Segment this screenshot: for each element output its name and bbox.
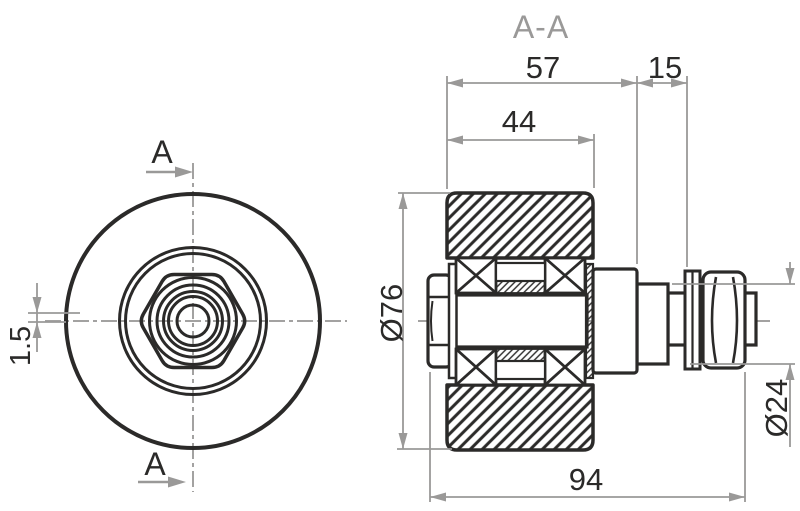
arrow-right-icon [729,492,745,502]
dim-text-1-5: 1.5 [5,326,37,366]
spacer-tube-bottom [495,348,546,362]
arrow-left-icon [447,78,463,88]
dim-text-15: 15 [648,50,682,85]
bolt-head-chamfer-arc [430,300,434,342]
mount-stub-d24 [635,282,670,366]
washer-circle [155,283,231,359]
arrow-right-icon [671,78,687,88]
nut-chamfer-circle [148,276,238,366]
inner-ring-inner-circle [167,295,219,347]
roller-outer-circle [64,192,322,450]
roller-body-top-section [445,191,595,260]
section-label-bottom: A [144,446,166,482]
arrow-down-icon [398,433,408,449]
nut-chamfer-arc-left [710,276,718,364]
sleeve-flange-left [447,262,458,380]
dimensions [397,76,795,502]
section-title: A-A [513,9,569,45]
bearing-top-right [543,256,587,295]
bearing-bottom-right [543,347,587,387]
bearing-ring-inner-circle [124,252,262,390]
arrow-up-icon [398,193,408,209]
section-label-top: A [151,134,173,170]
nut-chamfer-arc-right [731,276,739,364]
bore-circle [175,303,211,339]
arrow-left-icon [447,135,463,145]
dim-text-d76: Ø76 [374,284,409,343]
bearing-top-left [454,256,498,295]
arrow-right-icon [621,78,637,88]
dim-flange-offset: 1.5 [5,283,80,366]
arrow-left-icon [637,78,653,88]
dimension-arrows [398,78,795,502]
arrow-up-icon [785,364,795,380]
hex-nut-side [701,270,747,370]
arrow-down-icon [785,268,795,284]
arrow-left-icon [430,492,446,502]
section-arrow-bottom-icon [168,476,186,488]
spacer-gap-top [494,261,547,283]
roller-body-bottom-section [445,383,595,452]
spacer-tube-top [495,280,546,294]
inner-sleeve [450,293,589,349]
arrow-up-icon [32,322,42,338]
section-arrow-top-icon [175,166,193,178]
dim-text-d24: Ø24 [759,379,794,438]
arrow-down-icon [32,297,42,313]
dim-text-44: 44 [502,104,536,139]
section-indicator: A A [138,134,193,488]
front-view [45,163,347,492]
bearing-outer-ring-circle [118,246,268,396]
spacer-collar [591,267,639,375]
hex-nut-outline [139,272,247,370]
bearing-bottom-left [454,347,498,387]
section-view [418,191,772,452]
spacer-gap-bottom [494,359,547,381]
inner-ring-outer-circle [162,290,224,352]
dim-text-57: 57 [526,50,560,85]
dim-text-94: 94 [569,462,603,497]
sleeve-flange-right [584,262,595,380]
arrow-right-icon [578,135,594,145]
